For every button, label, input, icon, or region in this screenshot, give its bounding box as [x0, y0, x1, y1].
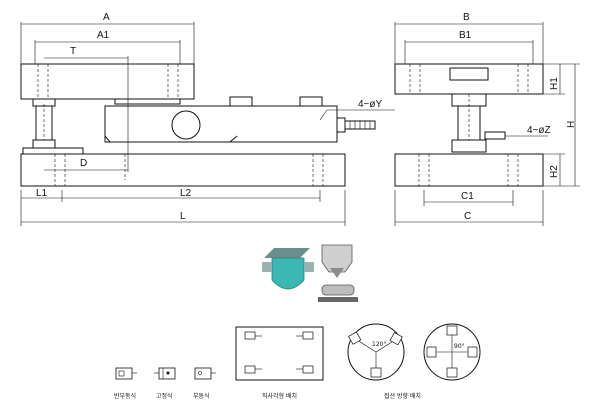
front-view: [20, 22, 395, 226]
dim-A1: A1: [97, 30, 110, 41]
angle-120: 120°: [372, 341, 386, 348]
tangent-layout-90: 90°: [423, 323, 481, 381]
dim-A: A: [103, 12, 110, 23]
dim-H1: H1: [549, 77, 560, 90]
dim-L1: L1: [36, 188, 48, 199]
label-floating: 부동식: [193, 392, 210, 400]
mount-illustrations: [262, 244, 358, 302]
label-semi-fixed: 반부동식: [114, 392, 136, 400]
label-rect-layout: 직사각형 배치: [262, 392, 297, 400]
angle-90: 90°: [454, 343, 465, 350]
label-fixed: 고정식: [156, 392, 173, 400]
dim-L2: L2: [180, 188, 192, 199]
side-view: [394, 22, 580, 226]
dim-hole-z: 4−øZ: [527, 125, 551, 136]
dim-C: C: [464, 211, 471, 222]
rect-layout-diagram: [235, 326, 324, 381]
dim-B1: B1: [459, 30, 472, 41]
dim-D: D: [80, 158, 87, 169]
dim-C1: C1: [461, 191, 474, 202]
dim-hole-y: 4−øY: [358, 99, 383, 110]
dim-T: T: [70, 46, 76, 57]
tangent-layout-120: 120°: [347, 323, 405, 381]
label-tangent-layout: 접선 방향 배치: [384, 392, 421, 400]
mount-icon-semi: [115, 367, 137, 380]
mount-icon-fixed: [154, 367, 176, 380]
dim-H2: H2: [549, 165, 560, 178]
mount-icon-floating: [194, 367, 216, 380]
dim-H: H: [566, 121, 577, 128]
dim-B: B: [463, 12, 470, 23]
dim-L: L: [180, 211, 186, 222]
